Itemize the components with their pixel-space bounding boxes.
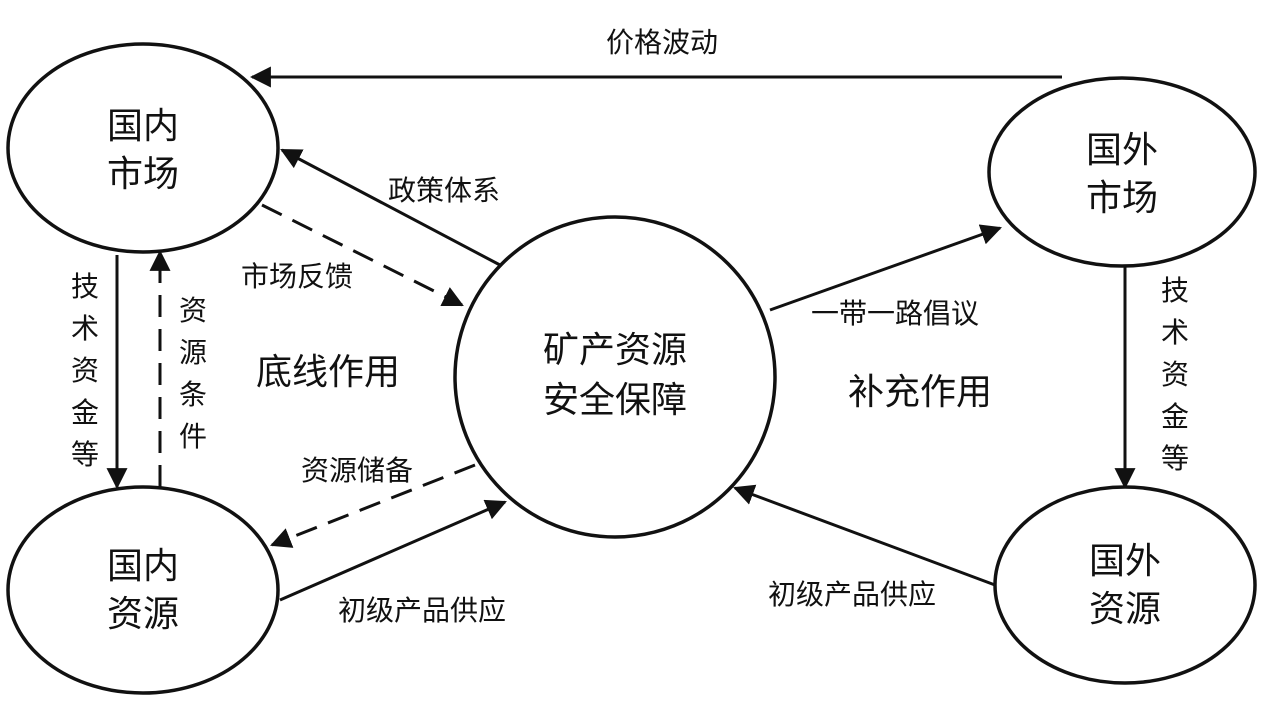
edge-primary-supply-foreign (733, 484, 996, 587)
svg-text:技: 技 (1161, 274, 1189, 307)
svg-text:市场: 市场 (1086, 178, 1158, 219)
node-foreign-resources: 国外 资源 (993, 485, 1257, 685)
svg-text:国内: 国内 (107, 106, 179, 147)
svg-text:术: 术 (1161, 316, 1189, 349)
svg-text:资: 资 (1161, 358, 1189, 391)
edge-policy-system (280, 148, 501, 267)
svg-text:术: 术 (71, 312, 99, 345)
node-domestic-resources: 国内 资源 (6, 485, 280, 695)
label-belt-road: 一带一路倡议 (811, 297, 979, 330)
svg-text:国外: 国外 (1086, 130, 1158, 171)
svg-text:件: 件 (179, 420, 207, 453)
label-bottom-line-role: 底线作用 (256, 352, 400, 393)
svg-text:金: 金 (1161, 400, 1189, 433)
svg-text:资: 资 (179, 294, 207, 327)
svg-text:资源: 资源 (107, 594, 179, 635)
label-tech-capital-right: 技 术 资 金 等 (1161, 274, 1189, 475)
svg-text:等: 等 (71, 438, 99, 471)
edge-market-feedback (261, 203, 464, 307)
svg-text:源: 源 (179, 336, 207, 369)
label-supplement-role: 补充作用 (848, 372, 992, 413)
svg-text:条: 条 (179, 378, 207, 411)
label-policy-system: 政策体系 (388, 174, 500, 207)
label-price-fluctuation: 价格波动 (606, 26, 718, 59)
svg-text:矿产资源: 矿产资源 (543, 330, 687, 371)
svg-text:技: 技 (71, 270, 99, 303)
svg-text:安全保障: 安全保障 (543, 380, 687, 421)
label-resource-reserve: 资源储备 (301, 454, 413, 487)
label-primary-supply-domestic: 初级产品供应 (338, 594, 506, 627)
label-market-feedback: 市场反馈 (241, 260, 353, 293)
edge-resource-reserve (270, 463, 476, 548)
label-resource-conditions: 资 源 条 件 (179, 294, 207, 453)
svg-text:国内: 国内 (107, 546, 179, 587)
edge-belt-road (769, 224, 1002, 312)
svg-text:市场: 市场 (107, 154, 179, 195)
edge-primary-supply-domestic (279, 499, 507, 602)
svg-text:金: 金 (71, 396, 99, 429)
svg-text:国外: 国外 (1089, 541, 1161, 582)
svg-text:资源: 资源 (1089, 589, 1161, 630)
node-mineral-security: 矿产资源 安全保障 (453, 215, 777, 539)
node-domestic-market: 国内 市场 (6, 42, 280, 254)
svg-text:资: 资 (71, 354, 99, 387)
node-foreign-market: 国外 市场 (987, 76, 1257, 268)
label-primary-supply-foreign: 初级产品供应 (768, 578, 936, 611)
label-tech-capital-left: 技 术 资 金 等 (71, 270, 99, 471)
svg-text:等: 等 (1161, 442, 1189, 475)
